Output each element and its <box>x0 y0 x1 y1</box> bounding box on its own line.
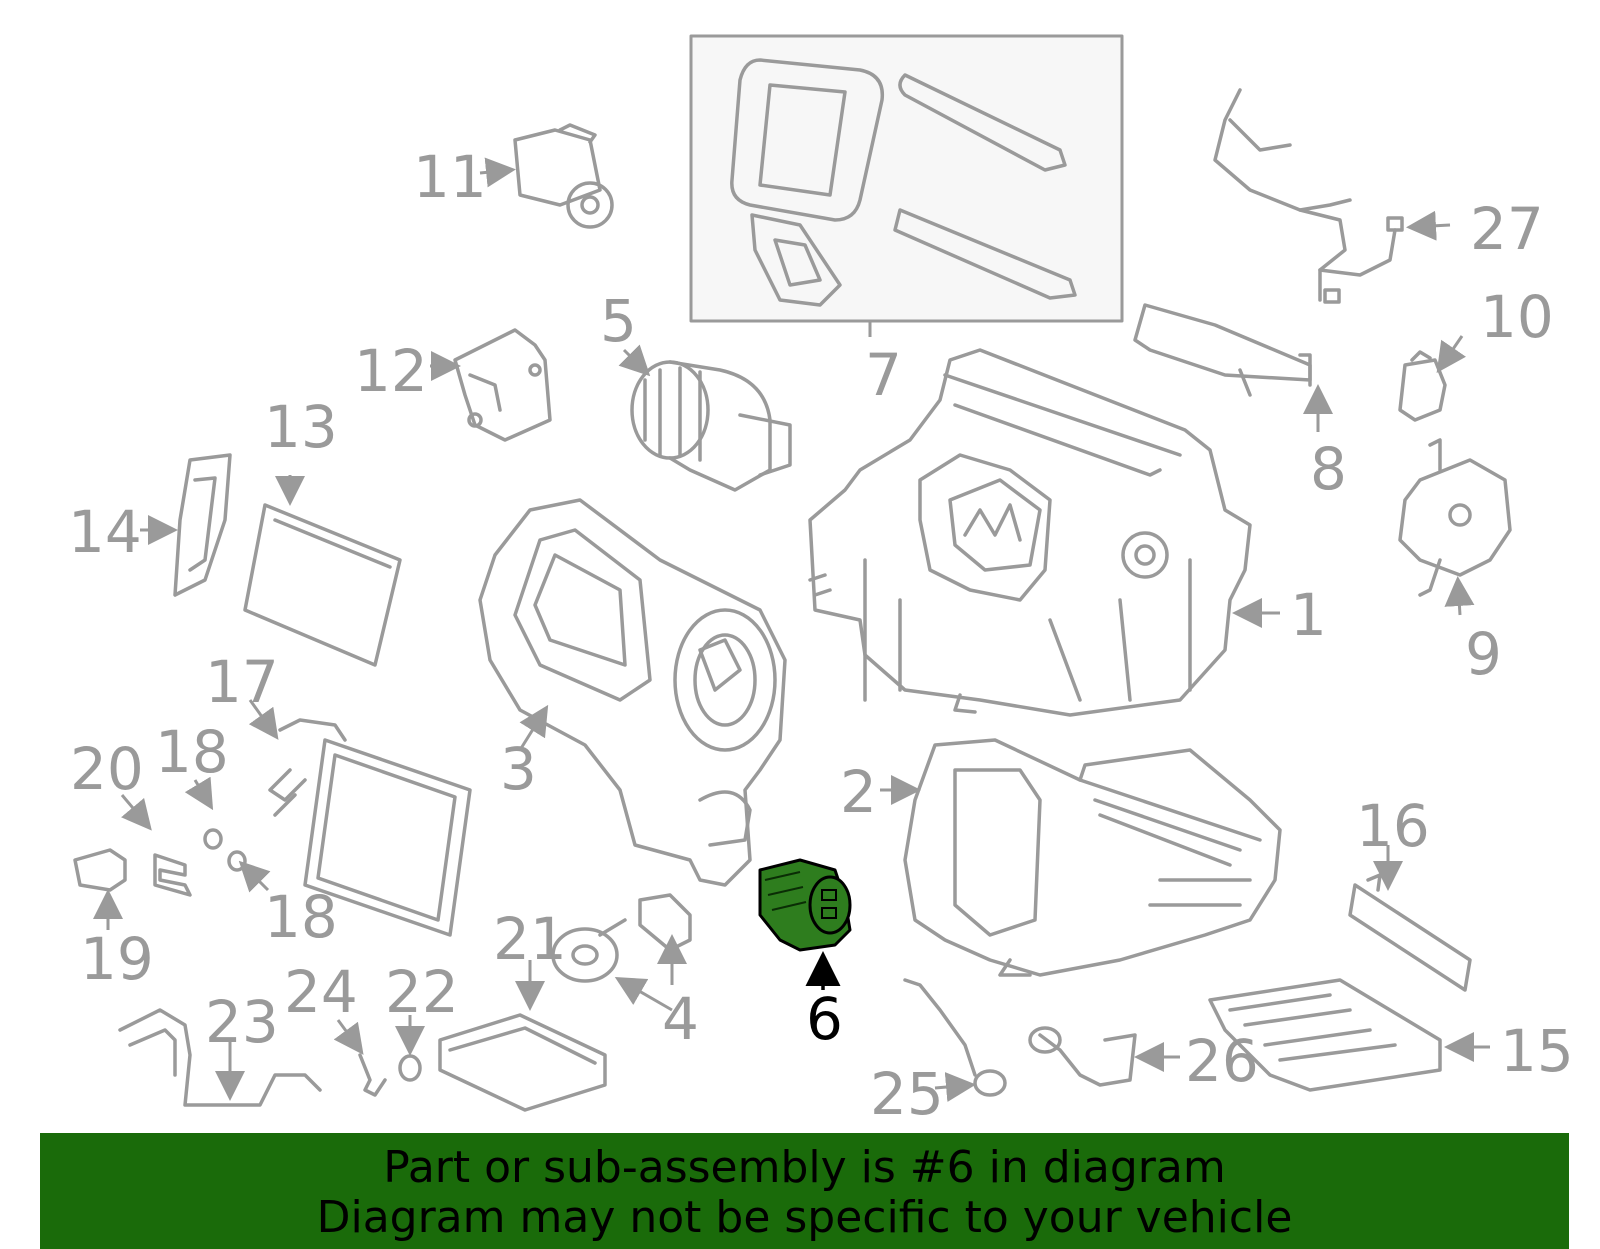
part-7-seal-kit <box>689 34 1124 323</box>
banner-line-1: Part or sub-assembly is #6 in diagram <box>383 1142 1226 1193</box>
callout-24[interactable]: 24 <box>284 958 358 1026</box>
callout-27[interactable]: 27 <box>1470 195 1544 263</box>
callout-16[interactable]: 16 <box>1356 792 1430 860</box>
callout-13[interactable]: 13 <box>264 393 338 461</box>
callout-15[interactable]: 15 <box>1500 1017 1574 1085</box>
callout-1[interactable]: 1 <box>1290 581 1327 649</box>
callout-18-top[interactable]: 18 <box>155 718 229 786</box>
banner-line-2: Diagram may not be specific to your vehi… <box>316 1192 1293 1243</box>
leader-arrows <box>93 157 1490 1102</box>
part-20-clip <box>153 853 192 897</box>
callout-5[interactable]: 5 <box>600 287 637 355</box>
part-11-actuator <box>513 123 614 229</box>
part-5-blower-motor <box>630 360 792 492</box>
part-10-sensor <box>1398 350 1447 422</box>
part-8-link-rod <box>1133 303 1312 397</box>
callout-6[interactable]: 6 <box>806 985 843 1053</box>
callout-25[interactable]: 25 <box>870 1060 944 1128</box>
part-16-duct <box>1348 873 1472 992</box>
part-26-sensor <box>1028 1026 1137 1087</box>
callout-26[interactable]: 26 <box>1185 1027 1259 1095</box>
callout-3[interactable]: 3 <box>500 735 537 803</box>
part-9-actuator <box>1398 438 1512 597</box>
callout-20[interactable]: 20 <box>70 735 144 803</box>
callout-22[interactable]: 22 <box>385 958 459 1026</box>
part-24-clip <box>358 1053 387 1097</box>
callout-23[interactable]: 23 <box>205 988 279 1056</box>
part-18-o-rings <box>203 828 247 872</box>
part-3-blower-housing <box>478 498 787 887</box>
part-12-bracket <box>453 328 552 442</box>
part-13-evaporator <box>243 503 402 667</box>
callout-19[interactable]: 19 <box>80 925 154 993</box>
part-27-wiring-harness <box>1213 88 1404 304</box>
part-17-heater-core <box>268 718 472 937</box>
part-1-heater-case <box>808 348 1252 717</box>
callout-7[interactable]: 7 <box>865 341 902 409</box>
part-15-tray <box>1208 978 1442 1092</box>
callout-8[interactable]: 8 <box>1310 435 1347 503</box>
part-19-clip <box>73 848 127 892</box>
callout-14[interactable]: 14 <box>68 498 142 566</box>
part-22-o-ring <box>398 1054 422 1082</box>
part-21-filter <box>438 1013 607 1112</box>
callout-9[interactable]: 9 <box>1465 620 1502 688</box>
callout-4[interactable]: 4 <box>662 985 699 1053</box>
info-banner: Part or sub-assembly is #6 in diagram Di… <box>40 1133 1569 1249</box>
callout-2[interactable]: 2 <box>840 758 877 826</box>
part-4-grommet <box>551 893 692 983</box>
part-6-blower-resistor[interactable] <box>758 858 852 952</box>
callout-10[interactable]: 10 <box>1480 283 1554 351</box>
callout-17[interactable]: 17 <box>205 648 279 716</box>
callout-11[interactable]: 11 <box>413 143 487 211</box>
callout-12[interactable]: 12 <box>354 337 428 405</box>
part-2-lower-case <box>903 738 1282 977</box>
callout-18-bottom[interactable]: 18 <box>264 883 338 951</box>
callout-21[interactable]: 21 <box>493 905 567 973</box>
part-23-hose <box>118 1008 322 1107</box>
part-14-seal <box>173 453 232 597</box>
